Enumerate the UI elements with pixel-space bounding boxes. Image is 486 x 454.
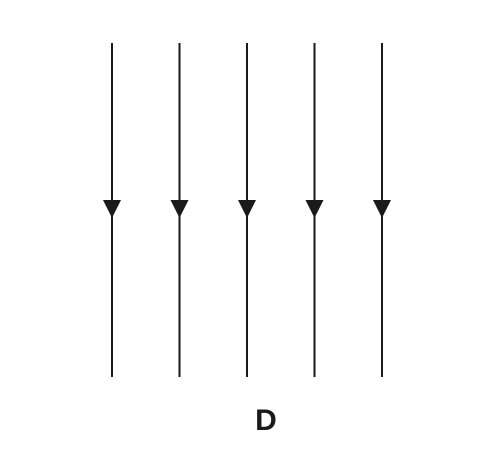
diagram-label: D: [255, 404, 277, 437]
arrowhead-icon: [170, 200, 189, 218]
field-lines-group: [103, 43, 391, 377]
arrowhead-icon: [305, 200, 324, 218]
arrowhead-icon: [238, 200, 256, 218]
arrowhead-icon: [373, 200, 391, 218]
arrowhead-icon: [103, 200, 121, 218]
